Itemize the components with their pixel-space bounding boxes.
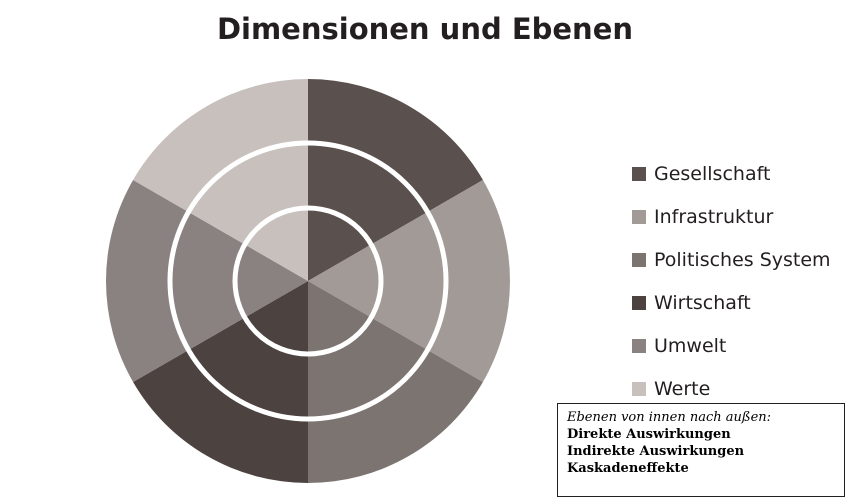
chart-title: Dimensionen und Ebenen bbox=[216, 12, 634, 46]
slice-werte bbox=[133, 79, 308, 281]
legend-swatch bbox=[632, 382, 646, 396]
ring-separator-outer bbox=[167, 140, 449, 422]
legend-swatch bbox=[632, 210, 646, 224]
level-item-middle: Indirekte Auswirkungen bbox=[567, 444, 745, 459]
legend-item: Werte bbox=[632, 375, 850, 403]
legend-item: Wirtschaft bbox=[632, 289, 850, 317]
legend-label: Werte bbox=[654, 378, 711, 400]
levels-heading: Ebenen von innen nach außen: bbox=[567, 410, 772, 425]
legend-item: Politisches System bbox=[632, 246, 850, 274]
level-item-outer: Kaskadeneffekte bbox=[567, 461, 689, 476]
legend-item: Gesellschaft bbox=[632, 160, 850, 188]
legend-label: Wirtschaft bbox=[654, 292, 751, 314]
ring-separator-inner bbox=[232, 205, 384, 357]
slice-wirtschaft bbox=[133, 281, 308, 483]
level-item-inner: Direkte Auswirkungen bbox=[567, 427, 731, 442]
slice-umwelt bbox=[105, 180, 308, 382]
legend-swatch bbox=[632, 253, 646, 267]
legend-label: Politisches System bbox=[654, 249, 831, 271]
slice-infrastruktur bbox=[308, 180, 510, 382]
legend-label: Gesellschaft bbox=[654, 163, 771, 185]
legend-label: Infrastruktur bbox=[654, 206, 774, 228]
legend-label: Umwelt bbox=[654, 335, 727, 357]
levels-box: Ebenen von innen nach außen: Direkte Aus… bbox=[557, 403, 845, 497]
legend-item: Infrastruktur bbox=[632, 203, 850, 231]
legend-item: Umwelt bbox=[632, 332, 850, 360]
legend-swatch bbox=[632, 339, 646, 353]
legend-swatch bbox=[632, 167, 646, 181]
slice-gesellschaft bbox=[308, 79, 483, 281]
slice-politisches-system bbox=[308, 281, 483, 483]
legend-swatch bbox=[632, 296, 646, 310]
